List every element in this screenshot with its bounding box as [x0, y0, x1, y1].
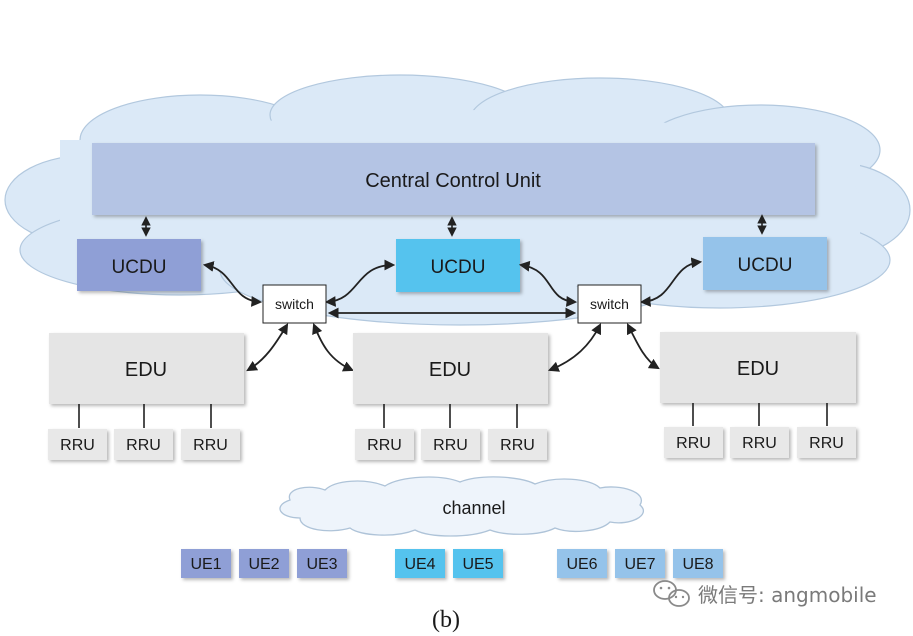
- wechat-icon: [653, 580, 690, 607]
- rru-label: RRU: [367, 437, 402, 454]
- ue-label: UE5: [462, 556, 493, 573]
- ue-label: UE1: [190, 556, 221, 573]
- ue-label: UE4: [404, 556, 435, 573]
- switch-links: [202, 257, 703, 372]
- ucdu-1: UCDU: [77, 239, 201, 291]
- edu-1: EDU: [49, 333, 244, 404]
- ue-label: UE3: [306, 556, 337, 573]
- rru-label: RRU: [742, 435, 777, 452]
- channel-cloud: channel: [279, 476, 644, 537]
- rru-label: RRU: [500, 437, 535, 454]
- edu-rru-links: [78, 403, 828, 428]
- ue-label: UE6: [566, 556, 597, 573]
- rru-label: RRU: [126, 437, 161, 454]
- switch-1: switch: [262, 284, 327, 324]
- switch-2-label: switch: [590, 296, 629, 312]
- channel-label: channel: [442, 498, 505, 518]
- ucdu-3-label: UCDU: [738, 255, 793, 276]
- ue-group-1: UE1 UE2 UE3: [181, 549, 347, 578]
- rru-label: RRU: [809, 435, 844, 452]
- rru-label: RRU: [676, 435, 711, 452]
- watermark-text: 微信号: angmobile: [698, 583, 877, 607]
- edu-2-label: EDU: [429, 359, 471, 381]
- ue-label: UE2: [248, 556, 279, 573]
- rru-group-1: RRU RRU RRU: [48, 429, 240, 460]
- ucdu-2-label: UCDU: [431, 257, 486, 278]
- rru-label: RRU: [60, 437, 95, 454]
- rru-label: RRU: [193, 437, 228, 454]
- central-control-unit-label: Central Control Unit: [365, 170, 541, 192]
- ucdu-1-label: UCDU: [112, 257, 167, 278]
- switch-1-label: switch: [275, 296, 314, 312]
- ccu-ucdu-links: [141, 214, 767, 237]
- watermark: 微信号: angmobile: [653, 580, 877, 607]
- rru-label: RRU: [433, 437, 468, 454]
- ucdu-3: UCDU: [703, 237, 827, 290]
- rru-group-2: RRU RRU RRU: [355, 429, 547, 460]
- edu-3: EDU: [660, 332, 856, 403]
- ucdu-2: UCDU: [396, 239, 520, 292]
- edu-3-label: EDU: [737, 358, 779, 380]
- rru-group-3: RRU RRU RRU: [664, 427, 856, 458]
- figure-caption: (b): [432, 607, 460, 633]
- ue-group-3: UE6 UE7 UE8: [557, 549, 723, 578]
- edu-1-label: EDU: [125, 359, 167, 381]
- ue-label: UE7: [624, 556, 655, 573]
- edu-2: EDU: [353, 333, 548, 404]
- ue-label: UE8: [682, 556, 713, 573]
- ue-group-2: UE4 UE5: [395, 549, 503, 578]
- central-control-unit: Central Control Unit: [92, 143, 815, 215]
- switch-2: switch: [577, 284, 642, 324]
